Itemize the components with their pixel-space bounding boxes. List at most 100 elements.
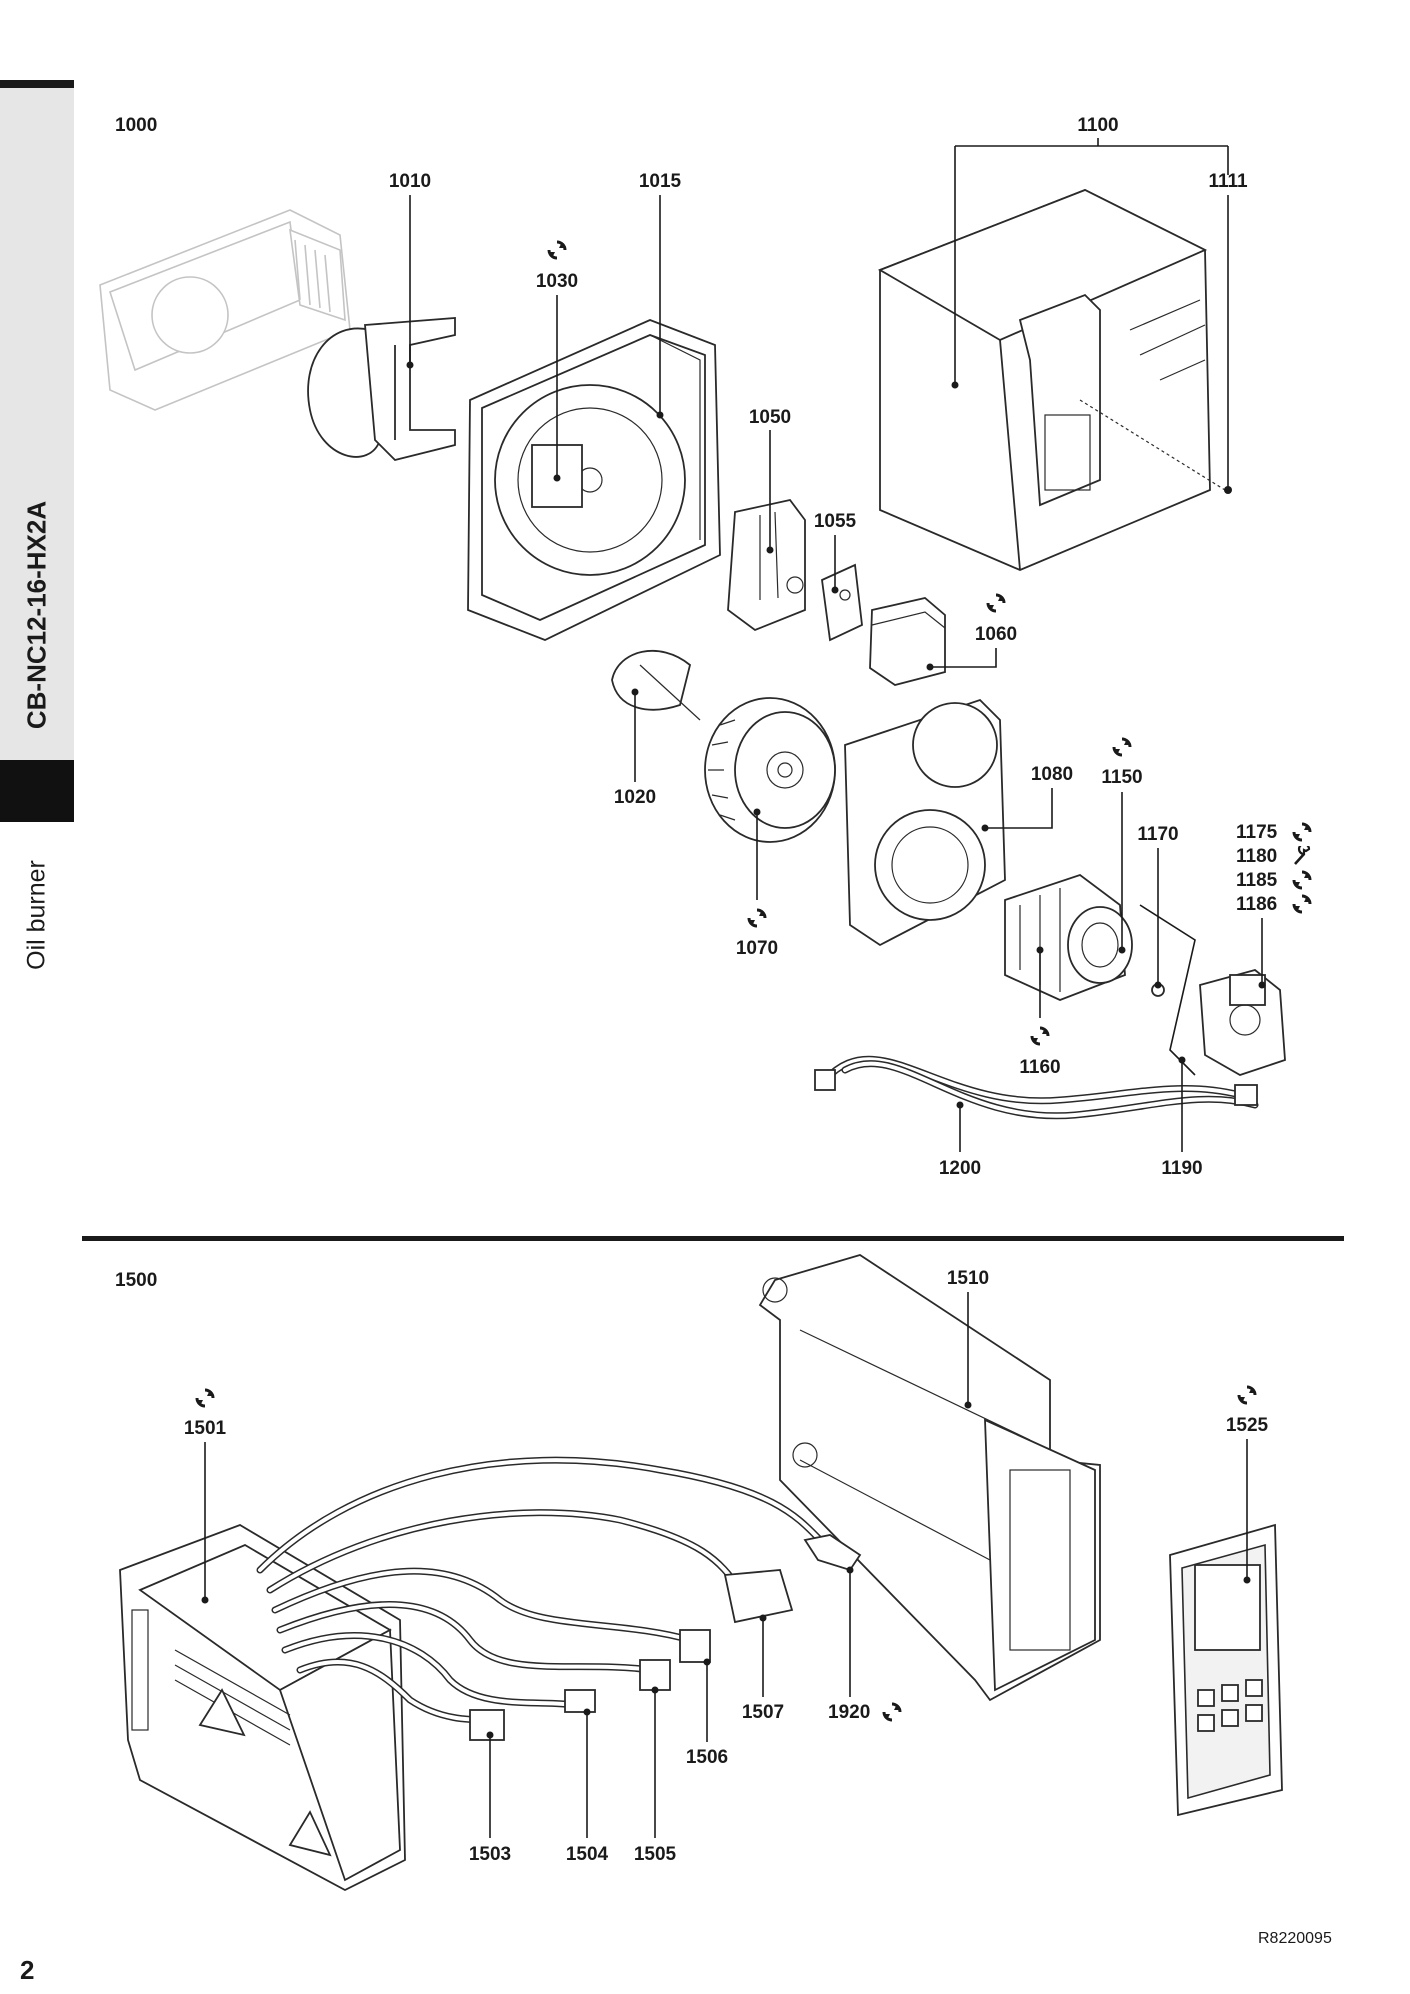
replace-icon [1292, 822, 1312, 842]
sidebar-black-tab [0, 760, 74, 822]
burner-cover-drawing [877, 189, 1226, 571]
oil-line-drawing [1139, 904, 1196, 1076]
igniter-bracket-drawing [727, 498, 806, 632]
document-reference: R8220095 [1258, 1930, 1332, 1947]
callout-1200: 1200 [939, 1158, 981, 1179]
leader-dot-1100 [951, 381, 959, 389]
leader-dot-1015 [656, 411, 664, 419]
group-label-1500: 1500 [115, 1270, 157, 1291]
leader-1060 [930, 648, 997, 668]
callout-1525: 1525 [1226, 1415, 1269, 1436]
leader-dot-1020 [631, 688, 639, 696]
section-divider [82, 1236, 1344, 1241]
leader-1080 [985, 788, 1053, 829]
callout-1186: 1186 [1236, 894, 1277, 915]
part-callouts: 1000 1500 1010 1015 1030 1050 1055 1060 … [115, 115, 1312, 1865]
callout-1100: 1100 [1077, 115, 1118, 136]
photo-cell-drawing [611, 649, 701, 721]
air-inlet-duct-drawing [307, 317, 456, 461]
replace-icon [195, 1388, 215, 1408]
top-assembly [99, 189, 1286, 1120]
callout-1505: 1505 [634, 1844, 677, 1865]
replace-icon [882, 1702, 902, 1722]
page-number: 2 [20, 1955, 35, 1985]
leader-dot-1190 [1178, 1056, 1186, 1064]
callout-1510: 1510 [947, 1268, 989, 1289]
leader-dot-1050 [766, 546, 774, 554]
callout-1503: 1503 [469, 1844, 511, 1865]
leader-dot-1920 [846, 1566, 854, 1574]
leader-1100 [954, 138, 1229, 385]
callout-1080: 1080 [1031, 764, 1073, 785]
fan-wheel-drawing [704, 697, 836, 843]
leader-dot-1200 [956, 1101, 964, 1109]
callout-1055: 1055 [814, 511, 857, 532]
callout-1150: 1150 [1101, 767, 1142, 788]
leader-dot-1030 [553, 474, 561, 482]
contact-plate-drawing [821, 563, 863, 642]
leader-dot-1175 [1258, 981, 1266, 989]
oil-pump-drawing [1199, 969, 1286, 1076]
replace-icon [1030, 1026, 1050, 1046]
leader-dot-1505 [651, 1686, 659, 1694]
callout-1504: 1504 [566, 1844, 609, 1865]
callout-1501: 1501 [184, 1418, 227, 1439]
callout-1507: 1507 [742, 1702, 784, 1723]
callout-1175: 1175 [1236, 822, 1278, 843]
callout-1015: 1015 [639, 171, 682, 192]
sidebar-top-rule [0, 80, 74, 88]
leader-dot-1507 [759, 1614, 767, 1622]
leader-dot-1503 [486, 1731, 494, 1739]
callout-1185: 1185 [1236, 870, 1278, 891]
burner-motor-drawing [1004, 873, 1133, 1001]
control-bracket-drawing [758, 1254, 1101, 1702]
replace-icon [1292, 894, 1312, 914]
callout-1020: 1020 [614, 787, 656, 808]
leader-dot-1080 [981, 824, 989, 832]
callout-1160: 1160 [1019, 1057, 1060, 1078]
callout-1050: 1050 [749, 407, 791, 428]
leader-dot-1160 [1036, 946, 1044, 954]
callout-1070: 1070 [736, 938, 778, 959]
callout-1506: 1506 [686, 1747, 728, 1768]
oil-hoses-drawing [814, 1055, 1259, 1120]
replace-icon [1292, 870, 1312, 890]
callout-1060: 1060 [975, 624, 1017, 645]
wrench-icon [1293, 846, 1311, 866]
leader-dot-1525 [1243, 1576, 1251, 1584]
control-display-drawing [1169, 1523, 1283, 1817]
callout-1010: 1010 [389, 171, 431, 192]
mounting-plate-drawing [844, 698, 1006, 947]
replace-icon [1112, 737, 1132, 757]
leader-dot-1055 [831, 586, 839, 594]
callout-1920: 1920 [828, 1702, 870, 1723]
bottom-assembly [119, 1254, 1283, 1892]
replace-icon [1237, 1385, 1257, 1405]
ghost-housing-drawing [99, 209, 351, 411]
leader-dot-1060 [926, 663, 934, 671]
ignition-transformer-drawing [869, 597, 946, 686]
callout-1111: 1111 [1208, 171, 1248, 192]
callout-1180: 1180 [1236, 846, 1277, 867]
leader-dot-1010 [406, 361, 414, 369]
leader-dot-1070 [753, 808, 761, 816]
control-unit-drawing [119, 1524, 406, 1892]
main-housing-drawing [467, 319, 721, 641]
leader-dot-1501 [201, 1596, 209, 1604]
leader-dot-1170 [1154, 981, 1162, 989]
callout-1030: 1030 [536, 271, 578, 292]
leader-dot-1510 [964, 1401, 972, 1409]
leader-dot-1150 [1118, 946, 1126, 954]
replace-icon [986, 593, 1006, 613]
sidebar-grey-tab [0, 88, 74, 760]
leader-dot-1506 [703, 1658, 711, 1666]
leader-dot-1504 [583, 1708, 591, 1716]
wiring-harness-drawing [256, 1456, 862, 1741]
replace-icon [547, 240, 567, 260]
callout-1170: 1170 [1137, 824, 1178, 845]
callout-1190: 1190 [1161, 1158, 1202, 1179]
leader-dot-1111 [1224, 486, 1232, 494]
replace-icon [747, 908, 767, 928]
group-label-1000: 1000 [115, 115, 157, 136]
